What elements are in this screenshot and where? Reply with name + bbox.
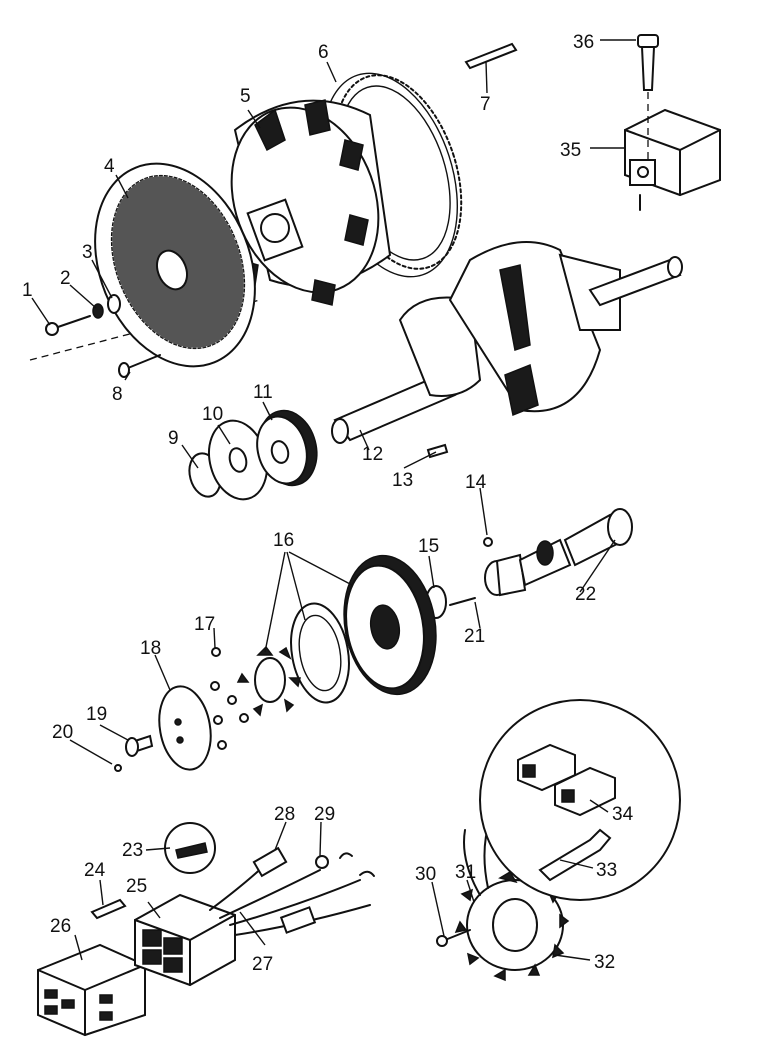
callout-21: 21 [464, 626, 485, 647]
part-pin-21 [449, 597, 476, 606]
callout-29: 29 [314, 804, 335, 825]
callout-32: 32 [594, 952, 615, 973]
callout-25: 25 [126, 876, 147, 897]
callout-13: 13 [392, 470, 413, 491]
callout-9: 9 [168, 428, 179, 449]
part-connector-26 [37, 943, 146, 1037]
callout-36: 36 [573, 32, 594, 53]
callout-3: 3 [82, 242, 93, 263]
callout-11: 11 [253, 382, 273, 403]
callout-10: 10 [202, 404, 223, 425]
callout-1: 1 [22, 280, 33, 301]
callout-8: 8 [112, 384, 123, 405]
callout-31: 31 [455, 862, 476, 883]
callout-20: 20 [52, 722, 73, 743]
part-crankshaft-12 [331, 241, 683, 444]
callout-28: 28 [274, 804, 295, 825]
part-pin-19 [125, 734, 154, 757]
part-inset-23 [164, 822, 216, 874]
part-bolt-36 [637, 34, 659, 160]
part-clip-20 [114, 764, 122, 772]
part-bolt-1 [45, 315, 91, 336]
callout-26: 26 [50, 916, 71, 937]
part-terminal-24 [90, 898, 127, 920]
part-harness-27 [209, 846, 371, 936]
part-washer-3 [107, 294, 121, 314]
part-balls-17 [210, 647, 249, 750]
callout-5: 5 [240, 86, 251, 107]
callout-14: 14 [465, 472, 487, 493]
part-regulator-35 [624, 108, 721, 211]
part-plate-18 [158, 685, 212, 771]
callout-24: 24 [84, 860, 106, 881]
leader-lines [31, 39, 636, 961]
part-screw-30 [436, 929, 471, 947]
callout-34: 34 [612, 804, 634, 825]
part-terminal-29 [315, 852, 375, 877]
callout-18: 18 [140, 638, 161, 659]
part-plate-16 [290, 602, 350, 704]
callout-30: 30 [415, 864, 436, 885]
callout-23: 23 [122, 840, 143, 861]
part-cam-gear-16 [343, 554, 437, 696]
callout-6: 6 [318, 42, 329, 63]
part-inset-33-34 [479, 699, 681, 901]
part-stator-32 [454, 819, 570, 982]
callout-2: 2 [60, 268, 71, 289]
callout-33: 33 [596, 860, 617, 881]
callout-labels: 1 2 3 4 5 6 7 8 9 10 11 12 13 14 15 16 1… [22, 32, 634, 975]
part-screw-8 [118, 354, 161, 378]
callout-35: 35 [560, 140, 581, 161]
part-gear-11 [256, 409, 318, 487]
callout-19: 19 [86, 704, 107, 725]
part-spider-16 [236, 645, 301, 717]
callout-22: 22 [575, 584, 596, 605]
callout-12: 12 [362, 444, 383, 465]
part-connector-25 [134, 893, 236, 987]
callout-17: 17 [194, 614, 215, 635]
callout-27: 27 [252, 954, 273, 975]
callout-7: 7 [480, 94, 491, 115]
callout-16: 16 [273, 530, 294, 551]
part-screen [94, 162, 256, 368]
part-flywheel [230, 99, 392, 306]
callout-4: 4 [104, 156, 115, 177]
part-key-7 [464, 42, 518, 70]
part-ball-14 [483, 537, 493, 547]
callout-15: 15 [418, 536, 439, 557]
part-camshaft-22 [484, 508, 633, 597]
